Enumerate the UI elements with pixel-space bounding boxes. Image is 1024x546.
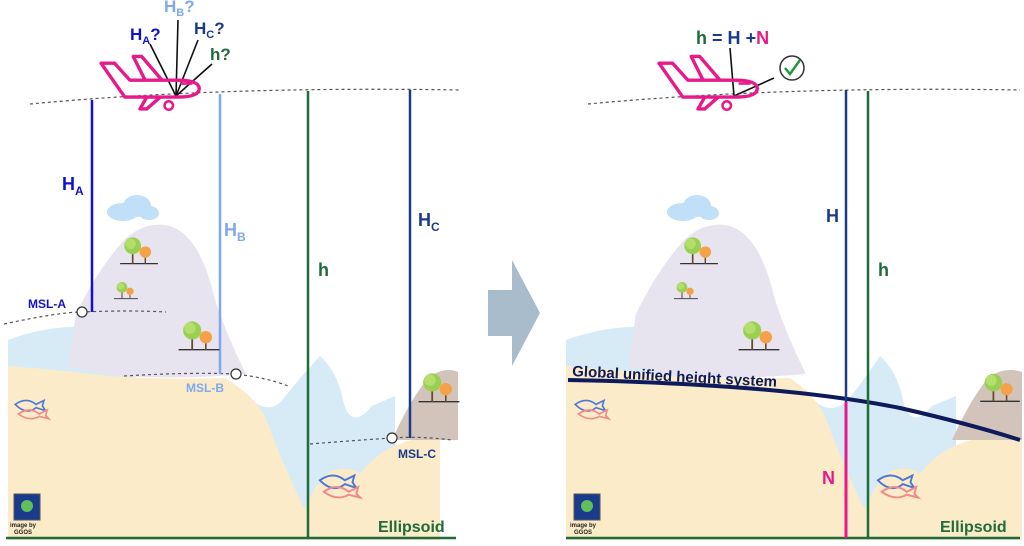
label-h-right: h xyxy=(878,260,889,280)
msl-c-point xyxy=(386,432,398,444)
cloud-icon xyxy=(107,195,159,221)
land-left xyxy=(8,366,330,540)
label-H-right: H xyxy=(826,206,839,226)
q-hc: HC? xyxy=(194,19,225,41)
ggos-logo: image by GGOS xyxy=(570,493,601,536)
land-right xyxy=(566,366,890,540)
left-panel: HA? HB? HC? h? HA HB HC h MSL-A MSL-B MS… xyxy=(3,0,461,540)
msl-b-surface xyxy=(123,372,289,387)
equation: h = H +N xyxy=(696,28,769,48)
svg-text:GGOS: GGOS xyxy=(14,530,32,536)
q-h: h? xyxy=(210,45,231,64)
svg-text:GGOS: GGOS xyxy=(574,530,592,536)
altitude-surface-left xyxy=(29,88,461,105)
ellipsoid-label-left: Ellipsoid xyxy=(378,519,445,536)
cloud-icon xyxy=(667,195,719,221)
label-hc: HC xyxy=(418,210,440,234)
msl-a-point xyxy=(76,306,88,318)
svg-text:image by: image by xyxy=(10,523,37,529)
label-h-left: h xyxy=(318,260,329,280)
altitude-surface-right xyxy=(587,88,1021,105)
q-ha: HA? xyxy=(130,25,161,47)
svg-text:image by: image by xyxy=(570,523,597,529)
airplane-icon xyxy=(99,54,202,112)
mountain-right xyxy=(628,224,806,378)
label-msl-c: MSL-C xyxy=(398,447,436,461)
msl-c-surface xyxy=(309,436,453,445)
transition-arrow xyxy=(488,260,540,366)
ellipsoid-label-right: Ellipsoid xyxy=(940,519,1007,536)
q-hb: HB? xyxy=(164,0,195,19)
label-msl-b: MSL-B xyxy=(186,381,224,395)
label-N: N xyxy=(822,468,835,488)
msl-b-point xyxy=(230,368,242,380)
airplane-icon xyxy=(657,54,760,112)
label-msl-a: MSL-A xyxy=(28,297,66,311)
label-ha: HA xyxy=(62,174,84,198)
ggos-logo: image by GGOS xyxy=(10,493,41,536)
check-icon xyxy=(779,55,805,81)
right-panel: h = H +N H h N Global unified height sys… xyxy=(566,28,1022,540)
label-hb: HB xyxy=(224,220,246,244)
